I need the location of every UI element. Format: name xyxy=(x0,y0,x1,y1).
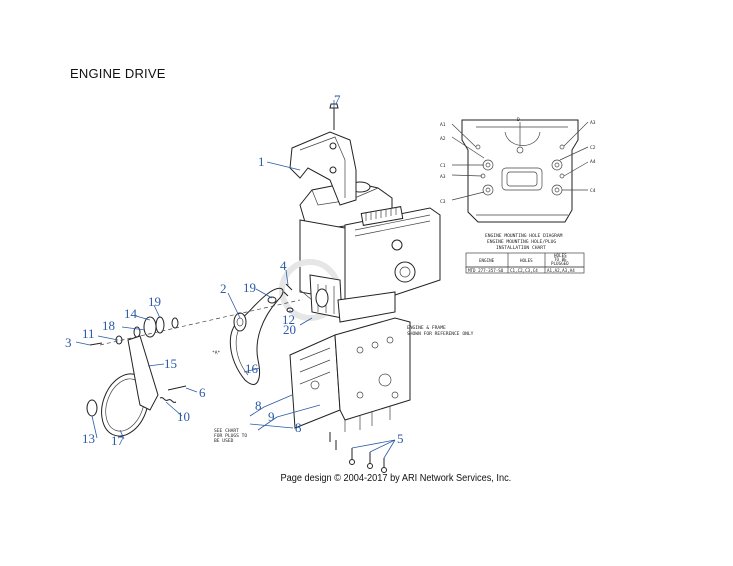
callout-8b: 8 xyxy=(295,420,302,435)
callout-4: 4 xyxy=(280,258,287,273)
inset-label-a4: A4 xyxy=(590,159,596,165)
callout-2: 2 xyxy=(220,281,227,296)
callout-16: 16 xyxy=(245,361,259,376)
inset-label-a3-left: A3 xyxy=(440,174,446,180)
callout-6: 6 xyxy=(199,385,206,400)
chart-row-holes: C1,C2,C3,C4 xyxy=(510,268,538,273)
chart-header-engine: ENGINE xyxy=(479,258,495,263)
plug-chart-table xyxy=(465,252,585,274)
callout-14: 14 xyxy=(124,306,138,321)
leader-lines xyxy=(75,100,396,459)
callout-10: 10 xyxy=(177,409,190,424)
callout-18: 18 xyxy=(102,318,115,333)
callout-7: 7 xyxy=(334,92,341,107)
inset-title-1: ENGINE MOUNTING HOLE DIAGRAM xyxy=(485,233,563,239)
shroud-part xyxy=(289,131,357,206)
inset-label-a3-right: A3 xyxy=(590,120,596,126)
note-see-chart-2: FOR PLUGS TO xyxy=(214,433,247,439)
inset-title-3: INSTALLATION CHART xyxy=(496,245,546,251)
chart-header-plugged-3: PLUGGED xyxy=(551,261,569,266)
chart-header-plugged-2: TO BE xyxy=(554,257,567,262)
callout-12: 12 xyxy=(282,312,295,327)
note-see-chart-1: SEE CHART xyxy=(214,428,239,434)
callout-19b: 19 xyxy=(243,280,256,295)
callout-8a: 8 xyxy=(255,398,262,413)
engine-assembly xyxy=(279,181,441,323)
inset-label-a1: A1 xyxy=(440,122,446,128)
inset-title-2: ENGINE MOUNTING HOLE/PLUG xyxy=(487,239,556,245)
inset-label-c1: C1 xyxy=(440,163,446,169)
callout-3: 3 xyxy=(65,335,72,350)
chart-header-holes: HOLES xyxy=(520,258,533,263)
frame-assembly xyxy=(289,317,411,432)
note-see-chart-3: BE USED xyxy=(214,438,234,444)
belt-and-pulleys xyxy=(86,287,301,437)
bolts xyxy=(329,432,387,473)
inset-label-a2: A2 xyxy=(440,136,446,142)
chart-row-engine: MTD 277-357-SU xyxy=(468,268,504,273)
chart-header-plugged-1: HOLES xyxy=(554,253,567,258)
copyright-text: Page design © 2004-2017 by ARI Network S… xyxy=(280,473,512,484)
bolt-7 xyxy=(329,103,339,130)
callout-1: 1 xyxy=(258,154,265,169)
note-star-mark: *A* xyxy=(212,350,221,356)
chart-row-plugged: A1,A2,A3,A4 xyxy=(547,268,575,273)
callout-11: 11 xyxy=(82,326,95,341)
inset-label-c2: C2 xyxy=(590,145,596,151)
callout-9: 9 xyxy=(268,409,275,424)
callout-17: 17 xyxy=(111,433,125,448)
page-title: ENGINE DRIVE xyxy=(70,66,166,81)
inset-label-d: D xyxy=(517,117,520,123)
copyright-notice: Page design © 2004-2017 by ARI Network S… xyxy=(0,473,733,484)
inset-label-c4: C4 xyxy=(590,188,596,194)
note-frame-ref-1: ENGINE & FRAME xyxy=(407,325,446,331)
mounting-hole-inset xyxy=(451,119,589,223)
callout-15: 15 xyxy=(164,356,177,371)
callout-13: 13 xyxy=(82,431,95,446)
inset-label-c3: C3 xyxy=(440,199,446,205)
callout-19a: 19 xyxy=(148,294,161,309)
callout-5: 5 xyxy=(397,431,404,446)
note-frame-ref-2: SHOWN FOR REFERENCE ONLY xyxy=(407,331,474,337)
callout-20: 20 xyxy=(283,322,296,337)
